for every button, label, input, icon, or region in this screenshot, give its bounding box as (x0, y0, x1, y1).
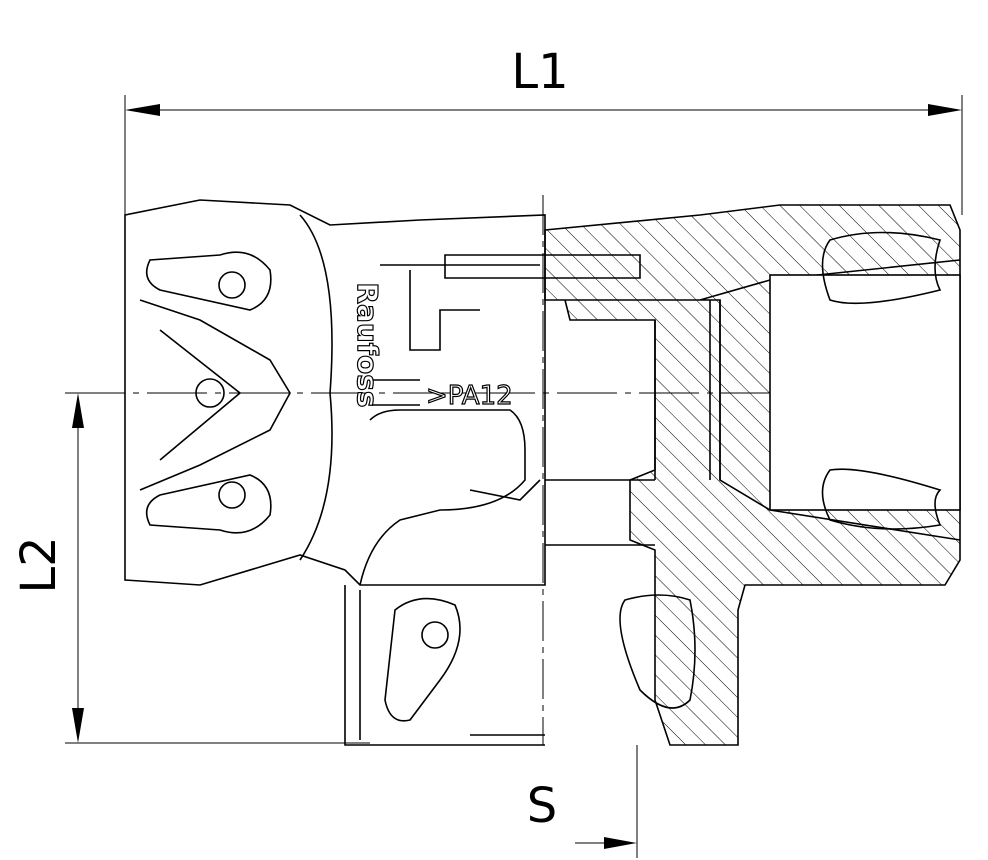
dimension-label-s: S (527, 778, 557, 834)
dimension-l1: L1 (124, 44, 963, 215)
dimension-s: S (527, 745, 638, 858)
cross-section (544, 204, 961, 746)
hole (195, 378, 225, 408)
brand-marking: Raufoss (351, 282, 384, 407)
dimension-l2: L2 (11, 392, 960, 744)
dimension-label-l1: L1 (511, 44, 568, 100)
dimension-label-l2: L2 (11, 536, 67, 593)
fitting-body: Raufoss >PA12 (124, 199, 641, 746)
material-marking: >PA12 (426, 381, 513, 411)
